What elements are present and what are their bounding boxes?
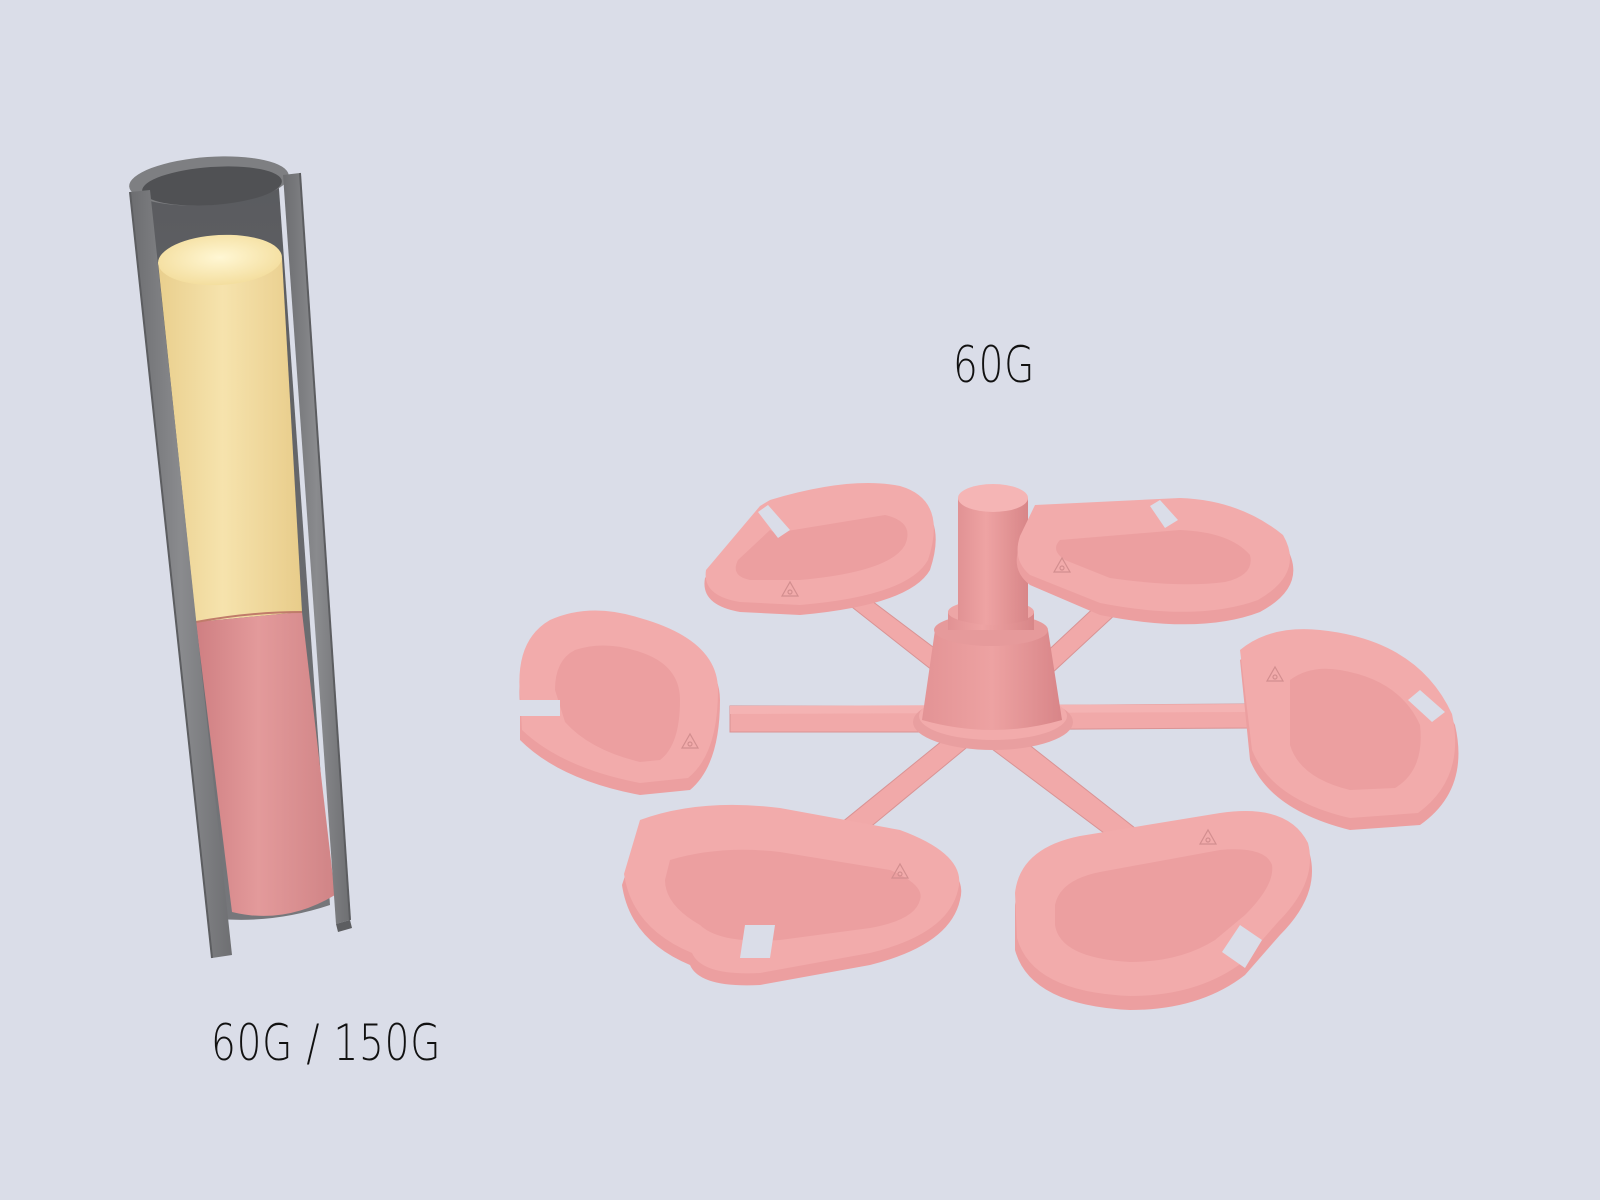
recycle-triangle-icon <box>1198 828 1218 845</box>
hook-right <box>1240 629 1459 830</box>
spinner-weight-label: 60G <box>953 336 1036 394</box>
recycle-triangle-icon <box>680 732 700 749</box>
cutaway-tube <box>129 156 352 959</box>
hook-bottom-right <box>1015 811 1312 1010</box>
recycle-triangle-icon <box>1265 665 1285 682</box>
hook-spinner <box>518 483 1459 1010</box>
recycle-triangle-icon <box>1052 556 1072 573</box>
hook-bottom-left <box>622 804 962 986</box>
hook-left <box>518 610 720 795</box>
tube-weight-label: 60G / 150G <box>211 1014 442 1072</box>
hook-top-left <box>704 483 936 615</box>
recycle-triangle-icon <box>890 862 910 879</box>
hook-top-right <box>1016 498 1294 625</box>
recycle-triangle-icon <box>780 580 800 597</box>
